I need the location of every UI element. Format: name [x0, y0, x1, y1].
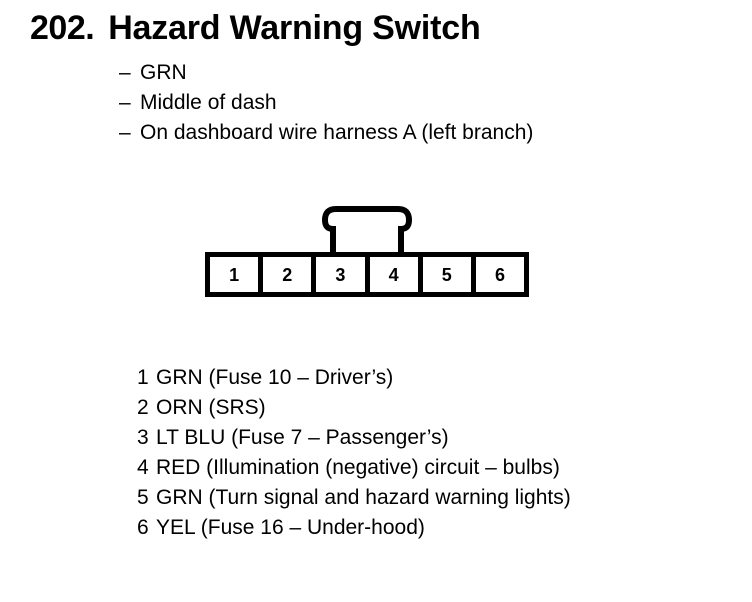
legend-pin-description: YEL (Fuse 16 – Under-hood)	[156, 516, 425, 539]
legend-row: 2 ORN (SRS)	[137, 393, 571, 423]
legend-pin-number: 6	[137, 516, 149, 539]
pin-cell: 4	[369, 257, 418, 292]
legend-pin-description: ORN (SRS)	[156, 396, 266, 419]
legend-row: 1 GRN (Fuse 10 – Driver’s)	[137, 363, 571, 393]
legend-pin-description: GRN (Fuse 10 – Driver’s)	[156, 366, 394, 389]
legend-pin-number: 1	[137, 366, 149, 389]
pin-cell: 3	[316, 257, 365, 292]
pin-cell: 1	[210, 257, 259, 292]
note-item: – On dashboard wire harness A (left bran…	[119, 118, 533, 148]
dash-marker: –	[119, 121, 131, 144]
legend-row: 6 YEL (Fuse 16 – Under-hood)	[137, 513, 571, 543]
page-title-text: Hazard Warning Switch	[108, 9, 481, 47]
connector-diagram: 1 2 3 4 5 6	[205, 205, 529, 297]
legend-pin-description: GRN (Turn signal and hazard warning ligh…	[156, 486, 571, 509]
legend-row: 4 RED (Illumination (negative) circuit –…	[137, 453, 571, 483]
note-text: On dashboard wire harness A (left branch…	[140, 121, 534, 144]
connector-housing: 1 2 3 4 5 6	[205, 252, 529, 297]
legend-pin-number: 2	[137, 396, 149, 419]
note-text: Middle of dash	[140, 91, 277, 114]
legend-pin-number: 5	[137, 486, 149, 509]
connector-latch-icon	[322, 205, 412, 255]
dash-marker: –	[119, 61, 131, 84]
legend-pin-description: LT BLU (Fuse 7 – Passenger’s)	[156, 426, 449, 449]
pin-cell: 5	[422, 257, 471, 292]
legend-pin-number: 4	[137, 456, 149, 479]
legend-pin-description: RED (Illumination (negative) circuit – b…	[156, 456, 560, 479]
legend-pin-number: 3	[137, 426, 149, 449]
pin-cell: 2	[263, 257, 312, 292]
page-title-number: 202.	[30, 9, 95, 47]
pin-cell: 6	[475, 257, 525, 292]
legend-row: 3 LT BLU (Fuse 7 – Passenger’s)	[137, 423, 571, 453]
notes-list: – GRN – Middle of dash – On dashboard wi…	[119, 58, 533, 148]
note-item: – GRN	[119, 58, 533, 88]
note-text: GRN	[140, 61, 187, 84]
dash-marker: –	[119, 91, 131, 114]
legend-row: 5 GRN (Turn signal and hazard warning li…	[137, 483, 571, 513]
note-item: – Middle of dash	[119, 88, 533, 118]
page-title: 202. Hazard Warning Switch	[30, 8, 481, 48]
pin-legend: 1 GRN (Fuse 10 – Driver’s) 2 ORN (SRS) 3…	[137, 363, 571, 543]
